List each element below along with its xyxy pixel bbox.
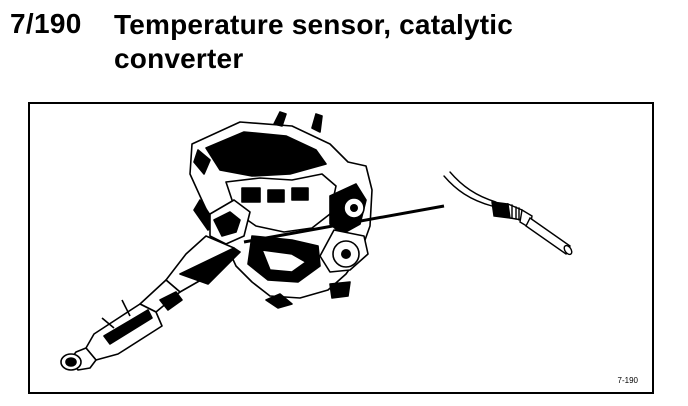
illustration-frame: 7-190 — [28, 102, 654, 394]
page-heading: 7/190 Temperature sensor, catalytic conv… — [10, 8, 670, 76]
leader-line — [243, 204, 445, 244]
figure-label: 7-190 — [617, 376, 638, 385]
engine-illustration-icon — [60, 111, 573, 371]
page-title: Temperature sensor, catalytic converter — [114, 9, 514, 74]
temperature-sensor-icon — [443, 171, 573, 256]
catalytic-converter-icon — [60, 291, 183, 371]
exhaust-pipe-icon — [139, 199, 251, 313]
reference-number: 7/190 — [10, 8, 82, 39]
